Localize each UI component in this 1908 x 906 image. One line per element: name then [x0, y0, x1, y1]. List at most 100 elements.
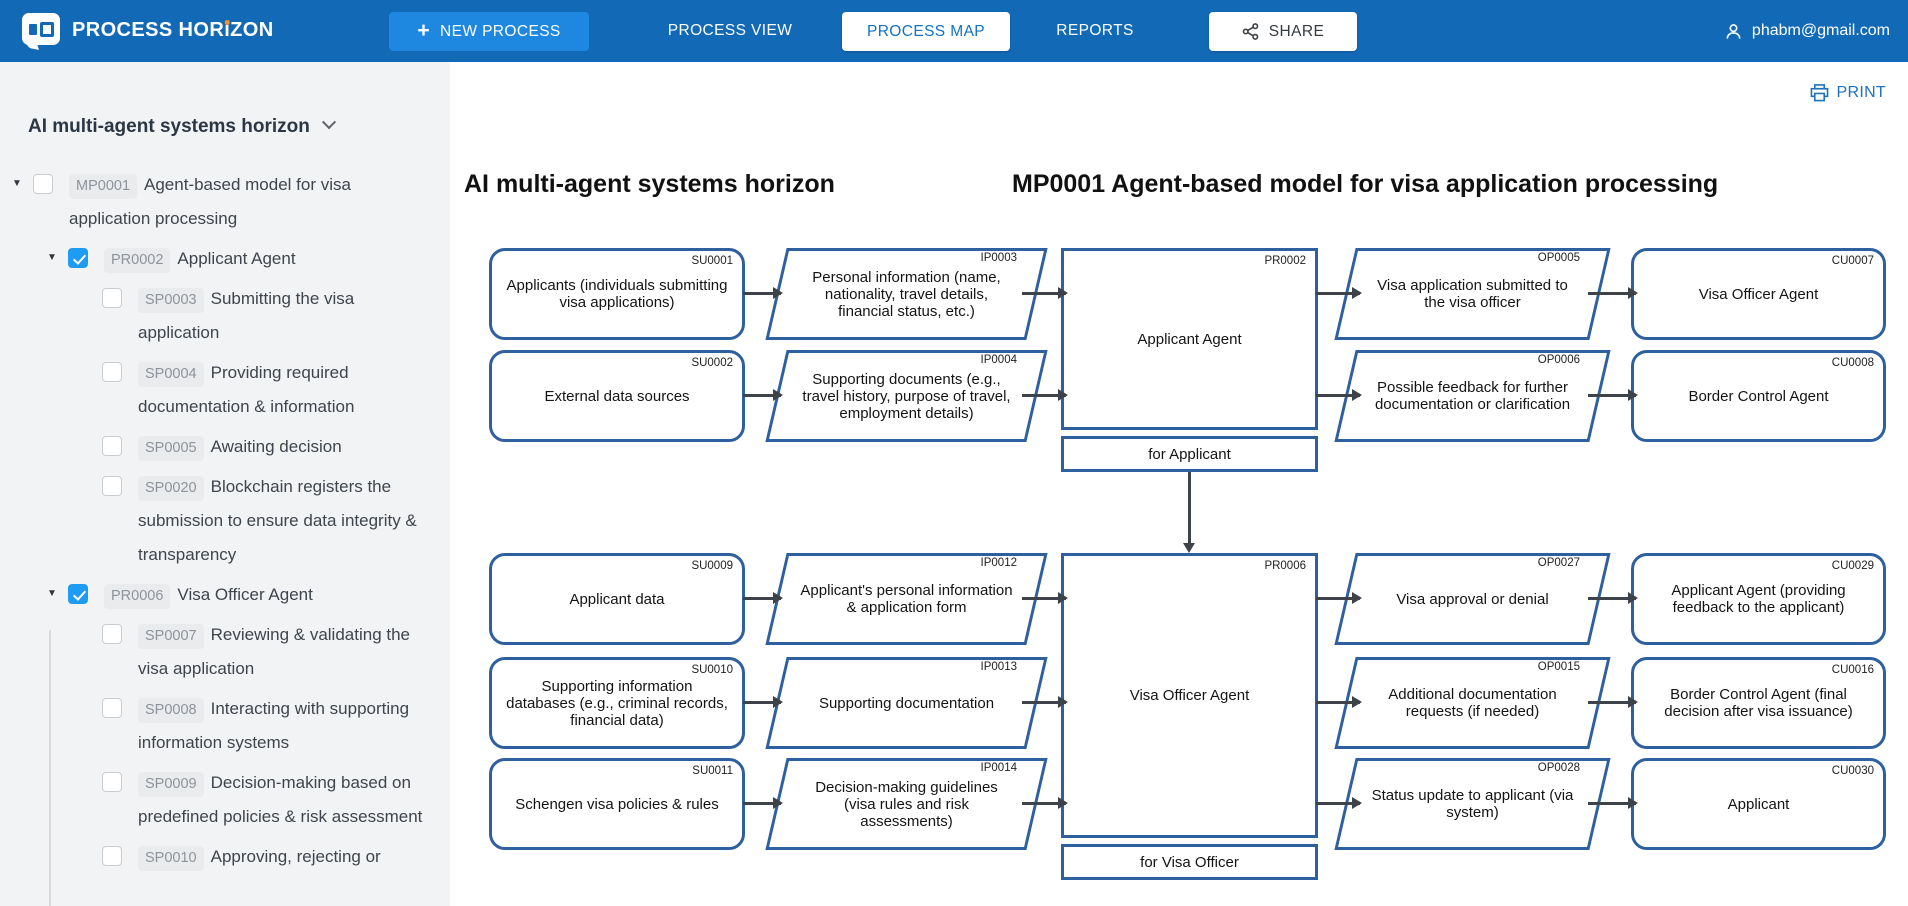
- checkbox-PR0002[interactable]: [68, 248, 88, 268]
- customer-node-CU0016[interactable]: CU0016 Border Control Agent (final decis…: [1631, 657, 1886, 749]
- node-label: Approving, rejecting or: [210, 847, 381, 866]
- node-id: IP0004: [980, 354, 1017, 366]
- checkbox-SP0005[interactable]: [102, 436, 122, 456]
- input-node-IP0013[interactable]: IP0013 Supporting documentation: [765, 657, 1048, 749]
- node-label: Visa approval or denial: [1396, 590, 1549, 608]
- output-node-OP0015[interactable]: OP0015 Additional documentation requests…: [1334, 657, 1611, 749]
- customer-node-CU0029[interactable]: CU0029 Applicant Agent (providing feedba…: [1631, 553, 1886, 645]
- input-node-IP0012[interactable]: IP0012 Applicant's personal information …: [765, 553, 1048, 645]
- node-id-badge: PR0002: [104, 248, 171, 273]
- node-id: PR0006: [1264, 560, 1306, 572]
- node-label: Awaiting decision: [210, 437, 342, 456]
- node-id-badge: SP0005: [138, 436, 204, 461]
- checkbox-SP0010[interactable]: [102, 846, 122, 866]
- expand-triangle-icon[interactable]: ▼: [12, 178, 22, 189]
- process-node-PR0006[interactable]: PR0006 Visa Officer Agent: [1061, 553, 1318, 838]
- checkbox-SP0007[interactable]: [102, 624, 122, 644]
- supplier-node-SU0001[interactable]: SU0001 Applicants (individuals submittin…: [489, 248, 745, 340]
- node-label: Supporting information databases (e.g., …: [506, 677, 728, 729]
- output-node-OP0005[interactable]: OP0005 Visa application submitted to the…: [1334, 248, 1611, 340]
- print-label: PRINT: [1836, 84, 1886, 101]
- node-label: Applicant Agent (providing feedback to t…: [1671, 582, 1846, 616]
- new-process-label: NEW PROCESS: [440, 22, 561, 40]
- node-id-badge: PR0006: [104, 584, 171, 609]
- process-footer-label: for Visa Officer: [1140, 853, 1239, 871]
- chevron-down-icon[interactable]: [321, 115, 336, 130]
- process-node-PR0002[interactable]: PR0002 Applicant Agent: [1061, 248, 1318, 430]
- tab-process-view[interactable]: PROCESS VIEW: [667, 22, 793, 39]
- checkbox-SP0004[interactable]: [102, 362, 122, 382]
- app-logo-icon[interactable]: [22, 13, 60, 50]
- new-process-button[interactable]: + NEW PROCESS: [389, 12, 589, 51]
- checkbox-MP0001[interactable]: [33, 174, 53, 194]
- node-label: Submitting the visa application: [138, 289, 355, 342]
- node-label: Border Control Agent (final decision aft…: [1664, 686, 1853, 720]
- sidebar-title[interactable]: AI multi-agent systems horizon: [28, 116, 310, 137]
- customer-node-CU0008[interactable]: CU0008 Border Control Agent: [1631, 350, 1886, 442]
- checkbox-SP0009[interactable]: [102, 772, 122, 792]
- output-node-OP0006[interactable]: OP0006 Possible feedback for further doc…: [1334, 350, 1611, 442]
- node-label: Status update to applicant (via system): [1371, 787, 1574, 821]
- input-node-IP0003[interactable]: IP0003 Personal information (name, natio…: [765, 248, 1048, 340]
- node-id: PR0002: [1264, 255, 1306, 267]
- node-id: OP0028: [1537, 762, 1580, 774]
- logo-pane-large: [40, 22, 54, 37]
- node-label: Border Control Agent: [1688, 387, 1829, 405]
- node-label: Decision-making based on predefined poli…: [138, 773, 423, 826]
- node-label: Visa Officer Agent: [1698, 285, 1819, 303]
- tree-item-PR0002[interactable]: ▼ PR0002 Applicant Agent: [0, 242, 432, 276]
- node-label: Supporting documents (e.g., travel histo…: [802, 370, 1011, 422]
- output-node-OP0027[interactable]: OP0027 Visa approval or denial: [1334, 553, 1611, 645]
- node-id: SU0010: [691, 664, 733, 676]
- expand-triangle-icon[interactable]: ▼: [47, 588, 57, 599]
- input-node-IP0014[interactable]: IP0014 Decision-making guidelines (visa …: [765, 758, 1048, 850]
- supplier-node-SU0010[interactable]: SU0010 Supporting information databases …: [489, 657, 745, 749]
- node-id-badge: MP0001: [69, 174, 138, 199]
- node-label: Personal information (name, nationality,…: [812, 268, 1001, 320]
- node-label: Providing required documentation & infor…: [138, 363, 355, 416]
- node-id: CU0030: [1831, 765, 1874, 777]
- input-node-IP0004[interactable]: IP0004 Supporting documents (e.g., trave…: [765, 350, 1048, 442]
- checkbox-SP0008[interactable]: [102, 698, 122, 718]
- supplier-node-SU0011[interactable]: SU0011 Schengen visa policies & rules: [489, 758, 745, 850]
- tree-item-SP0005[interactable]: SP0005 Awaiting decision: [0, 430, 432, 464]
- print-button[interactable]: PRINT: [1810, 84, 1887, 102]
- checkbox-SP0020[interactable]: [102, 476, 122, 496]
- customer-node-CU0007[interactable]: CU0007 Visa Officer Agent: [1631, 248, 1886, 340]
- node-id-badge: SP0008: [138, 698, 204, 723]
- output-node-OP0028[interactable]: OP0028 Status update to applicant (via s…: [1334, 758, 1611, 850]
- node-id: OP0015: [1537, 661, 1580, 673]
- share-icon: [1242, 23, 1259, 40]
- process-footer-PR0002[interactable]: for Applicant: [1061, 436, 1318, 472]
- supplier-node-SU0002[interactable]: SU0002 External data sources: [489, 350, 745, 442]
- process-footer-PR0006[interactable]: for Visa Officer: [1061, 844, 1318, 880]
- supplier-node-SU0009[interactable]: SU0009 Applicant data: [489, 553, 745, 645]
- node-id: CU0008: [1831, 357, 1874, 369]
- node-id: CU0029: [1831, 560, 1874, 572]
- checkbox-PR0006[interactable]: [68, 584, 88, 604]
- node-label: Reviewing & validating the visa applicat…: [138, 625, 411, 678]
- node-label: Applicant Agent: [177, 249, 296, 268]
- tab-process-map-active[interactable]: PROCESS MAP: [842, 12, 1010, 51]
- map-title-left: AI multi-agent systems horizon: [464, 170, 835, 198]
- node-id: OP0027: [1537, 557, 1580, 569]
- brand-title: PROCESS HORıZON: [72, 19, 274, 42]
- tab-reports[interactable]: REPORTS: [1056, 22, 1134, 39]
- checkbox-SP0003[interactable]: [102, 288, 122, 308]
- share-button[interactable]: SHARE: [1209, 12, 1357, 51]
- node-id: CU0016: [1831, 664, 1874, 676]
- brand-letter-i: ı: [224, 19, 231, 41]
- customer-node-CU0030[interactable]: CU0030 Applicant: [1631, 758, 1886, 850]
- expand-triangle-icon[interactable]: ▼: [47, 252, 57, 263]
- user-account[interactable]: phabm@gmail.com: [1724, 0, 1890, 62]
